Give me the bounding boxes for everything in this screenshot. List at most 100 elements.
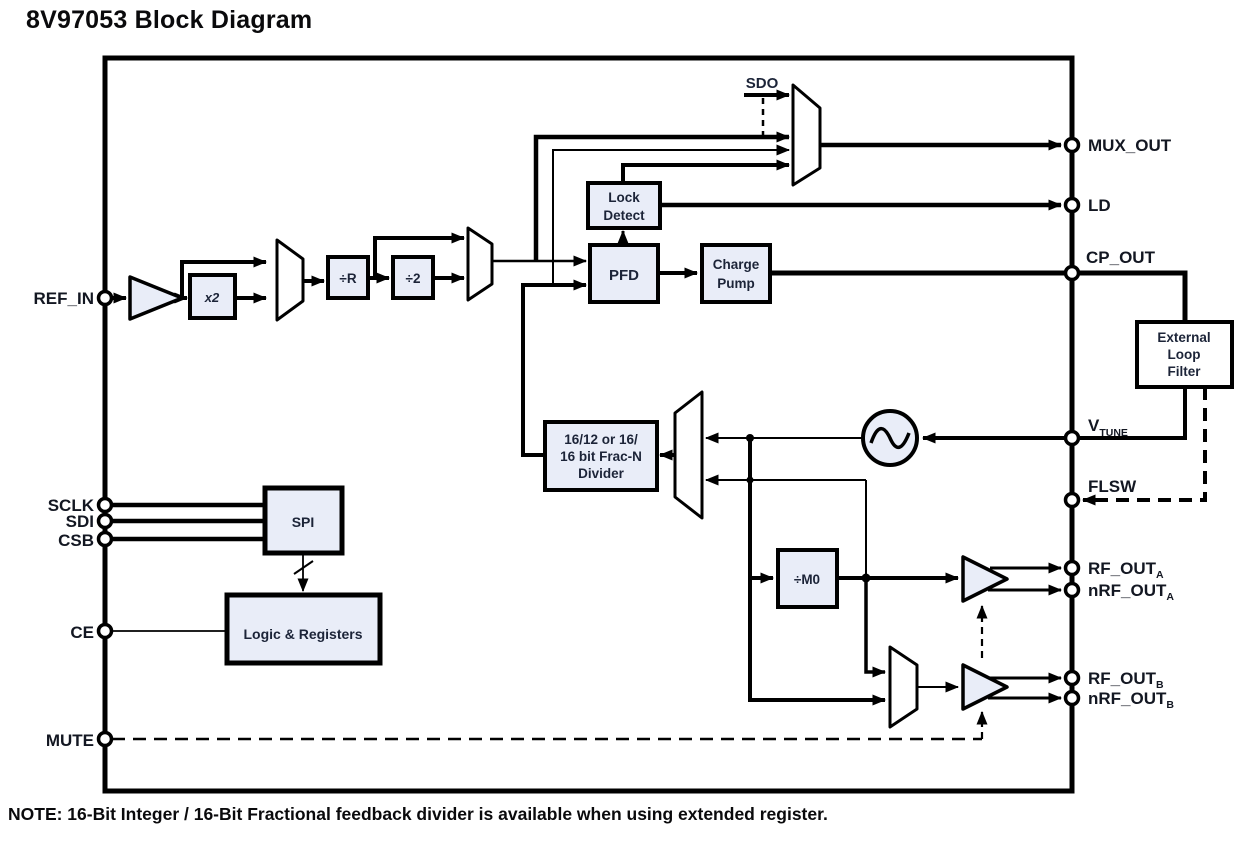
label-flsw: FLSW [1088,477,1137,496]
pin-nrf-out-a [1063,581,1081,599]
label-nrf-out-b-sub: B [1166,699,1174,711]
ext-loop-filter-block [1135,320,1234,389]
fracn-label-1: 16/12 or 16/ [564,432,638,447]
rf-output-buffer-b [961,663,1009,711]
div-r-block [326,255,370,300]
pin-ce [96,622,114,640]
elf-label-1: External [1157,330,1210,345]
pin-flsw [1063,491,1081,509]
feedback-mux [673,390,704,520]
pins [96,136,1081,748]
vco [861,409,919,467]
pin-mute [96,730,114,748]
label-rf-out-b-sub: B [1156,679,1164,691]
elf-label-2: Loop [1168,347,1201,362]
wire-fb-monitor-muxout [552,144,790,285]
div-m0-label: ÷M0 [794,572,820,587]
label-v-tune-sub: TUNE [1099,427,1128,439]
ref-doubler-mux [275,238,305,322]
ref-input-buffer [128,275,184,321]
label-nrf-out-b: nRF_OUTB [1088,689,1174,711]
label-sclk: SCLK [48,496,95,515]
spi-label: SPI [292,514,315,530]
pin-mux-out [1063,136,1081,154]
pin-csb [96,530,114,548]
pin-ld [1063,196,1081,214]
logic-registers-block [224,592,383,666]
wires [112,89,1207,741]
wire-vco-distribution [748,438,886,706]
muxes [275,83,919,729]
label-mute: MUTE [46,731,94,750]
label-rf-out-b: RF_OUTB [1088,669,1164,691]
muxout-mux [791,83,822,187]
wire-elf-vtune-vco [922,387,1187,444]
label-v-tune: VTUNE [1088,416,1128,439]
fracn-divider-block [543,420,659,492]
sine-wave-icon [869,427,911,449]
junction-dot [746,476,754,484]
wire-divider-pfd [521,279,587,457]
label-ref-in: REF_IN [34,289,94,308]
label-cp-out: CP_OUT [1086,248,1156,267]
page-title: 8V97053 Block Diagram [26,6,313,34]
div-m0-block [776,548,839,609]
label-csb: CSB [58,531,94,550]
label-rf-out-a-base: RF_OUT [1088,559,1157,578]
junction-dot [746,434,754,442]
pin-rf-out-a [1063,559,1081,577]
blocks: x2 ÷R ÷2 Lock Detect PFD Charge Pump Ext… [188,181,1234,666]
logic-registers-label: Logic & Registers [243,626,362,642]
wire-elf-flsw-dashed [1082,387,1207,506]
label-ce: CE [70,623,94,642]
label-rf-out-a-sub: A [1156,569,1164,581]
lock-detect-label-2: Detect [603,208,645,223]
div-r-label: ÷R [339,271,356,286]
label-nrf-out-a: nRF_OUTA [1088,581,1174,603]
div-2-block [391,255,435,300]
junction-dot [861,573,871,583]
buffers [128,275,1009,711]
footnote: NOTE: 16-Bit Integer / 16-Bit Fractional… [8,804,828,824]
wire-divr-bypass-mux2 [373,232,465,278]
label-rf-out-a: RF_OUTA [1088,559,1164,581]
pin-labels: REF_IN SCLK SDI CSB CE MUTE SDO MUX_OUT … [34,75,1175,750]
pin-v-tune [1063,429,1081,447]
rfoutb-mux [888,645,919,729]
x2-label: x2 [204,290,220,305]
lock-detect-block [586,181,662,230]
fracn-label-2: 16 bit Frac-N [560,449,642,464]
label-mux-out: MUX_OUT [1088,136,1172,155]
pfd-label: PFD [609,267,639,284]
label-nrf-out-a-sub: A [1166,591,1174,603]
label-sdi: SDI [66,512,94,531]
pin-nrf-out-b [1063,689,1081,707]
lock-detect-label-1: Lock [608,190,640,205]
fracn-label-3: Divider [578,466,625,481]
ref-divider-mux [466,226,494,302]
wire-ref-bypass-mux1 [180,256,267,298]
wire-chargepump-cpout-elf [770,270,1188,320]
label-ld: LD [1088,196,1111,215]
wire-ref-monitor-muxout [533,131,790,261]
pfd-block [588,243,660,304]
charge-pump-label-2: Pump [717,276,755,291]
bus-slash [293,560,314,575]
label-sdo: SDO [746,75,779,92]
wire-m0-muxb [864,578,886,678]
charge-pump-block [700,243,772,304]
pin-rf-out-b [1063,669,1081,687]
pin-sclk [96,496,114,514]
rf-output-buffer-a [961,555,1009,603]
wire-lockdetect-muxout [621,159,790,183]
elf-label-3: Filter [1167,364,1201,379]
div-2-label: ÷2 [406,271,421,286]
pin-cp-out [1063,264,1081,282]
x2-block [188,273,237,320]
label-v-tune-base: V [1088,416,1100,435]
pin-ref-in [96,289,114,307]
label-nrf-out-b-base: nRF_OUT [1088,689,1167,708]
charge-pump-label-1: Charge [713,257,760,272]
